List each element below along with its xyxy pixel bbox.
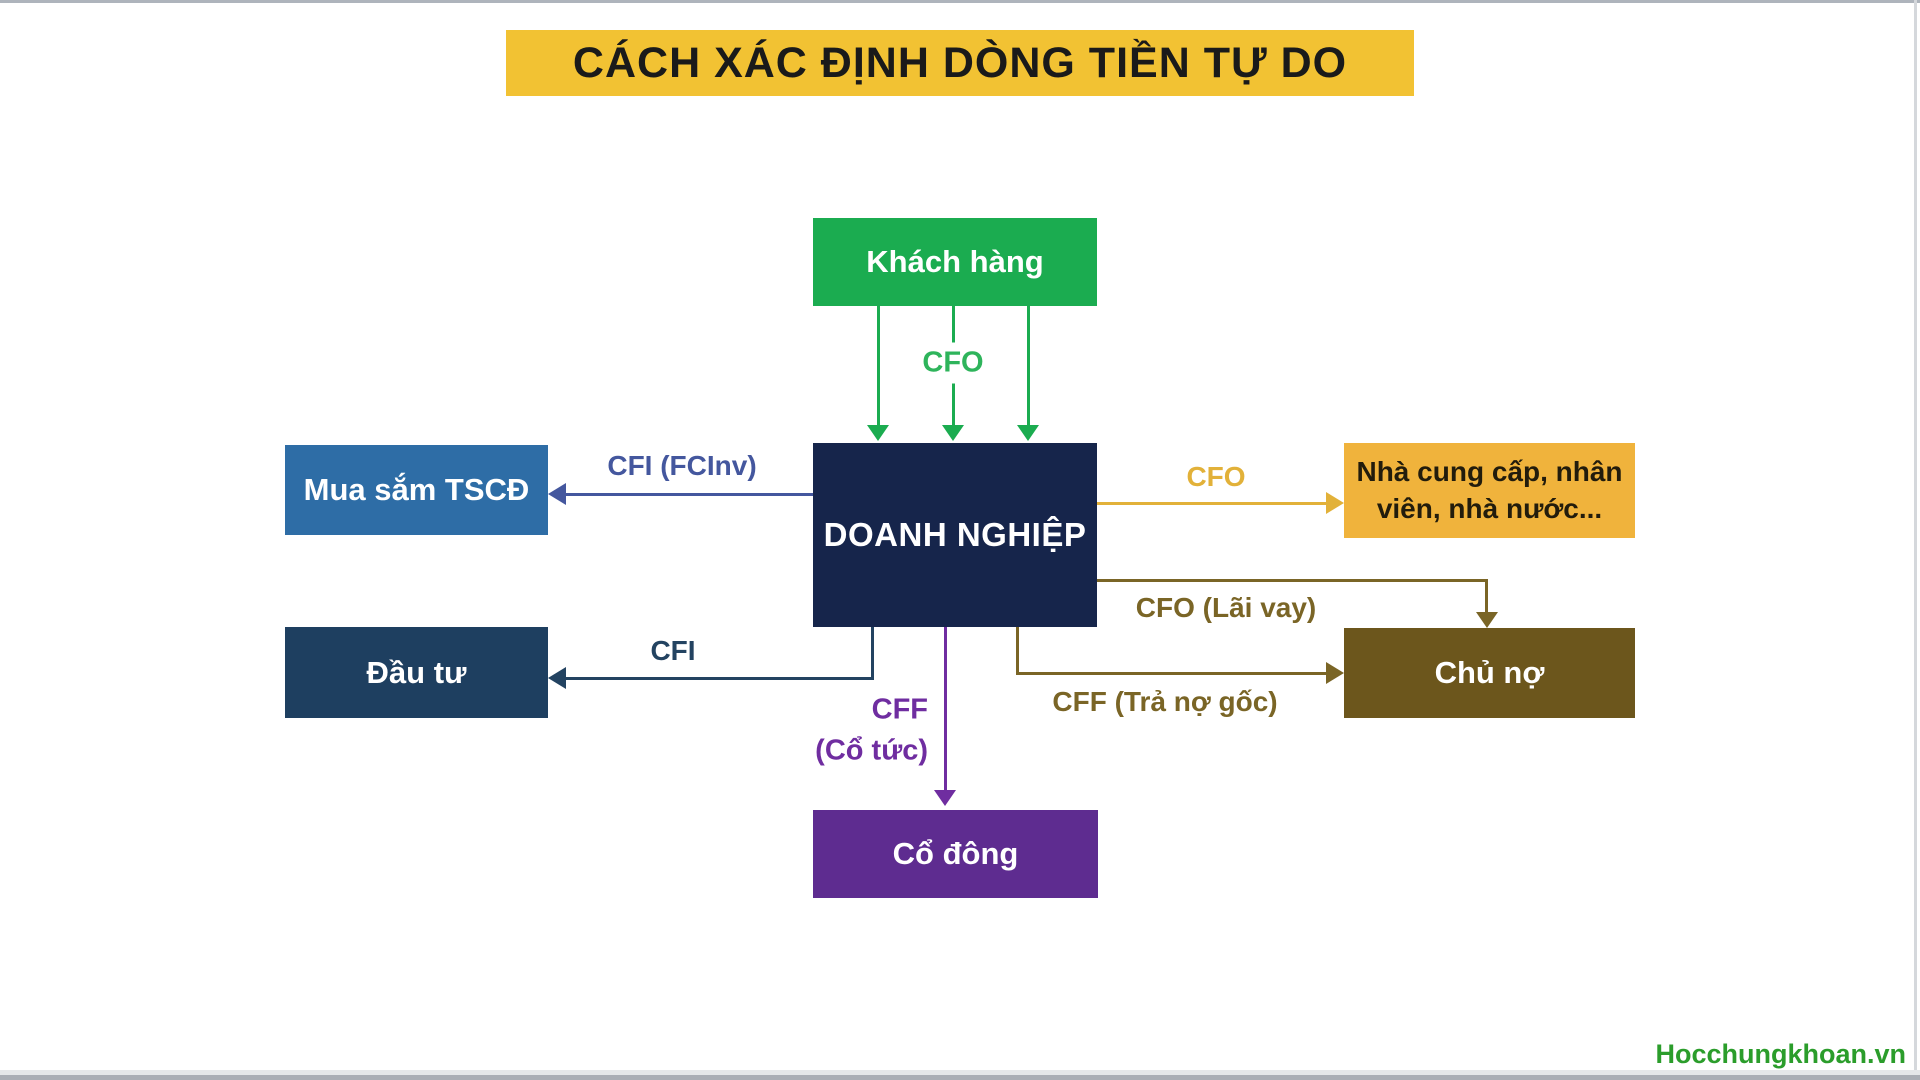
flow-label-cff-principal: CFF (Trả nợ gốc) <box>1042 682 1288 722</box>
right-edge-line <box>1914 0 1917 1080</box>
flow-label-cfo-interest: CFO (Lãi vay) <box>1125 588 1327 628</box>
arrowhead-down-icon <box>867 425 889 441</box>
arrowhead-down-icon <box>942 425 964 441</box>
node-shareholders: Cổ đông <box>813 810 1098 898</box>
watermark-text: Hocchungkhoan.vn <box>1655 1039 1906 1069</box>
flow-label-cfo-in: CFO <box>912 342 994 384</box>
node-enterprise-label: DOANH NGHIỆP <box>823 516 1087 553</box>
node-creditors: Chủ nợ <box>1344 628 1635 718</box>
arrowhead-down-icon <box>934 790 956 806</box>
arrowhead-right-icon <box>1326 662 1344 684</box>
flow-label-cfo-out: CFO <box>1176 457 1256 497</box>
node-investment: Đầu tư <box>285 627 548 718</box>
node-fixed-assets: Mua sắm TSCĐ <box>285 445 548 535</box>
arrowhead-down-icon <box>1476 612 1498 628</box>
node-fixed-assets-label: Mua sắm TSCĐ <box>303 472 530 507</box>
node-customer: Khách hàng <box>813 218 1097 306</box>
flow-label-cfi: CFI <box>640 631 706 671</box>
bottom-edge-line-light <box>0 1070 1920 1075</box>
top-edge-line <box>0 0 1920 3</box>
page-title: CÁCH XÁC ĐỊNH DÒNG TIỀN TỰ DO <box>572 38 1348 87</box>
flow-label-cfi-fcinv: CFI (FCInv) <box>597 446 767 486</box>
node-suppliers-label: Nhà cung cấp, nhân viên, nhà nước... <box>1356 456 1623 524</box>
arrowhead-left-icon <box>548 483 566 505</box>
arrowhead-down-icon <box>1017 425 1039 441</box>
node-investment-label: Đầu tư <box>366 654 467 690</box>
arrowhead-left-icon <box>548 667 566 689</box>
flow-label-cff-dividend-line2: (Cổ tức) <box>805 730 938 772</box>
bottom-edge-line-dark <box>0 1075 1920 1080</box>
node-creditors-label: Chủ nợ <box>1434 655 1545 690</box>
node-suppliers: Nhà cung cấp, nhân viên, nhà nước... <box>1344 443 1635 538</box>
node-enterprise: DOANH NGHIỆP <box>813 443 1097 627</box>
arrowhead-right-icon <box>1326 492 1344 514</box>
flow-label-cff-dividend-line1: CFF <box>861 689 938 731</box>
node-customer-label: Khách hàng <box>866 244 1044 279</box>
node-shareholders-label: Cổ đông <box>892 836 1019 871</box>
title-banner: CÁCH XÁC ĐỊNH DÒNG TIỀN TỰ DO <box>506 30 1414 96</box>
